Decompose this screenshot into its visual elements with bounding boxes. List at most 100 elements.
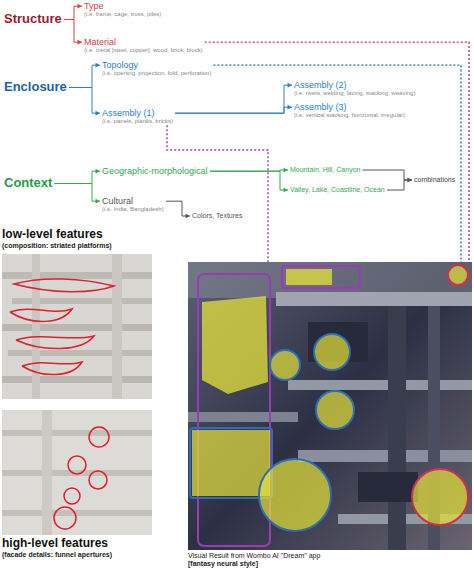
outline-mark — [22, 362, 82, 375]
highlight — [192, 430, 270, 496]
tree-arrow — [210, 171, 288, 192]
image-panel: low-level features(composition: striated… — [2, 228, 152, 397]
node-title: low-level features — [2, 228, 152, 242]
connector-line — [213, 65, 461, 262]
node-title: Enclosure — [4, 80, 67, 95]
tree-arrow — [175, 105, 292, 113]
node-title: high-level features — [2, 537, 152, 551]
outline-mark — [10, 309, 72, 321]
connector-line — [166, 201, 190, 216]
node-title: Cultural — [102, 196, 164, 206]
platform — [288, 380, 472, 390]
value-label: combinations — [412, 176, 457, 184]
connector-line — [210, 171, 288, 190]
node-title: Type — [84, 1, 161, 11]
high-level-image — [2, 410, 152, 535]
highlight — [286, 269, 332, 285]
aperture-mark — [64, 488, 80, 504]
connector-line — [64, 6, 82, 19]
node-title: Mountain, Hill, Canyon — [290, 166, 360, 174]
node-note: (i.e. rivets, welding, lacing, stacking,… — [294, 90, 415, 97]
image-wash — [2, 410, 152, 535]
node-title: Material — [84, 37, 203, 47]
node-title: combinations — [414, 176, 455, 184]
connector-line — [175, 107, 292, 113]
connector-line — [69, 87, 100, 113]
node-title: Structure — [4, 12, 62, 27]
tree-arrow — [54, 183, 100, 203]
node-title: Assembly (1) — [102, 108, 173, 118]
attribute-label: Assembly (3)(i.e. vertical stacking, hor… — [292, 102, 407, 119]
dotted-link — [205, 42, 469, 262]
category-heading: Context — [2, 176, 54, 191]
attribute-label: Geographic-morphological — [100, 166, 210, 176]
node-note: [fantasy neural style] — [188, 560, 472, 568]
result-image — [188, 262, 472, 550]
node-title: Geographic-morphological — [102, 166, 208, 176]
platform — [188, 412, 298, 422]
tree-arrow — [175, 83, 292, 113]
value-label: Colors, Textures — [190, 212, 244, 220]
tree-arrow — [64, 19, 82, 44]
tree-arrow — [166, 201, 190, 218]
assembly-frame — [282, 266, 360, 288]
node-note: (i.e. panels, planks, bricks) — [102, 118, 173, 125]
node-title: Colors, Textures — [192, 212, 242, 220]
tree-arrow — [69, 87, 100, 115]
node-title: Topology — [102, 60, 211, 70]
aperture-mark — [89, 427, 109, 447]
node-note: (i.e. frame, cage, truss, piles) — [84, 11, 161, 18]
window — [358, 472, 418, 502]
connector-line — [167, 125, 268, 262]
topology-circle — [314, 334, 350, 370]
image-panel: Visual Result from Wombo AI "Dream" app[… — [188, 262, 472, 568]
node-note: (i.e. opening, projection, fold, perfora… — [102, 70, 211, 77]
node-note: (i.e. India, Bangladesh) — [102, 206, 164, 213]
node-note: (i.e. metal [steel, copper], wood, brick… — [84, 47, 203, 54]
attribute-label: Material(i.e. metal [steel, copper], woo… — [82, 37, 205, 54]
aperture-mark — [89, 471, 107, 489]
platform — [276, 292, 472, 306]
tree-arrow — [387, 178, 412, 190]
image-ground — [2, 410, 152, 535]
node-note: (composition: striated platforms) — [2, 242, 152, 250]
image-wash — [2, 254, 152, 399]
node-note: (facade details: funnel apertures) — [2, 551, 152, 559]
connector-line — [54, 171, 100, 183]
node-note: (i.e. vertical stacking, horizontal, irr… — [294, 112, 405, 119]
image-panel: high-level features(facade details: funn… — [2, 410, 152, 559]
attribute-label: Cultural(i.e. India, Bangladesh) — [100, 196, 166, 213]
dotted-link — [167, 125, 268, 262]
platform — [298, 450, 472, 462]
tree-arrow — [64, 4, 82, 20]
node-title: Assembly (3) — [294, 102, 405, 112]
dotted-link — [213, 65, 461, 262]
node-title: Assembly (2) — [294, 80, 415, 90]
topology-circle — [270, 350, 300, 380]
tree-arrow — [69, 63, 100, 88]
material-circle — [448, 265, 468, 285]
connector-line — [362, 170, 412, 180]
attribute-label: Assembly (1)(i.e. panels, planks, bricks… — [100, 108, 175, 125]
connector-line — [175, 85, 292, 113]
image-ground — [188, 262, 472, 550]
column — [388, 306, 406, 550]
attribute-label: Assembly (2)(i.e. rivets, welding, lacin… — [292, 80, 417, 97]
node-title: Valley, Lake, Coastline, Ocean — [290, 186, 385, 194]
outline-mark — [14, 279, 114, 292]
node-title: Context — [4, 176, 52, 191]
node-title: Visual Result from Wombo AI "Dream" app — [188, 552, 472, 560]
image-ground — [2, 254, 152, 399]
tree-arrow — [54, 169, 100, 184]
aperture-mark — [68, 456, 86, 474]
value-label: Valley, Lake, Coastline, Ocean — [288, 186, 387, 194]
connector-line — [54, 183, 100, 201]
category-heading: Enclosure — [2, 80, 69, 95]
topology-circle — [316, 391, 354, 429]
connector-line — [64, 19, 82, 42]
attribute-label: Type(i.e. frame, cage, truss, piles) — [82, 1, 163, 18]
assembly-frame — [198, 274, 270, 546]
outline-mark — [16, 336, 94, 349]
category-heading: Structure — [2, 12, 64, 27]
